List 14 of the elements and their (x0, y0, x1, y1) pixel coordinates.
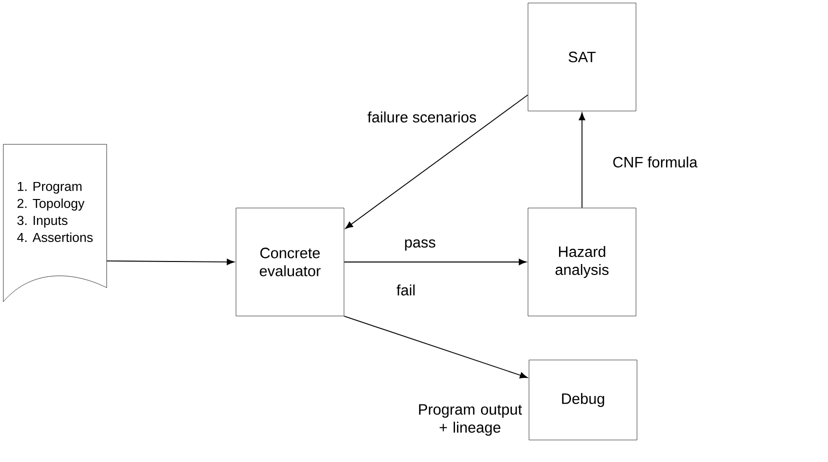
process-box: SAT (528, 2, 636, 112)
arrow (344, 316, 528, 378)
process-box: Debug (528, 360, 638, 440)
process-box: Hazard analysis (528, 208, 636, 316)
arrow (106, 258, 234, 266)
edge-label: pass (403, 238, 437, 252)
process-box: Concrete evaluator (236, 208, 344, 316)
edge-label: CNF formula (612, 155, 698, 168)
node-caption: Program output + lineage (419, 404, 522, 436)
arrow (344, 258, 526, 266)
edge-label: fail (395, 283, 417, 296)
arrow (578, 112, 586, 208)
arrow (345, 94, 528, 229)
edge-label: failure scenarios (366, 110, 478, 124)
